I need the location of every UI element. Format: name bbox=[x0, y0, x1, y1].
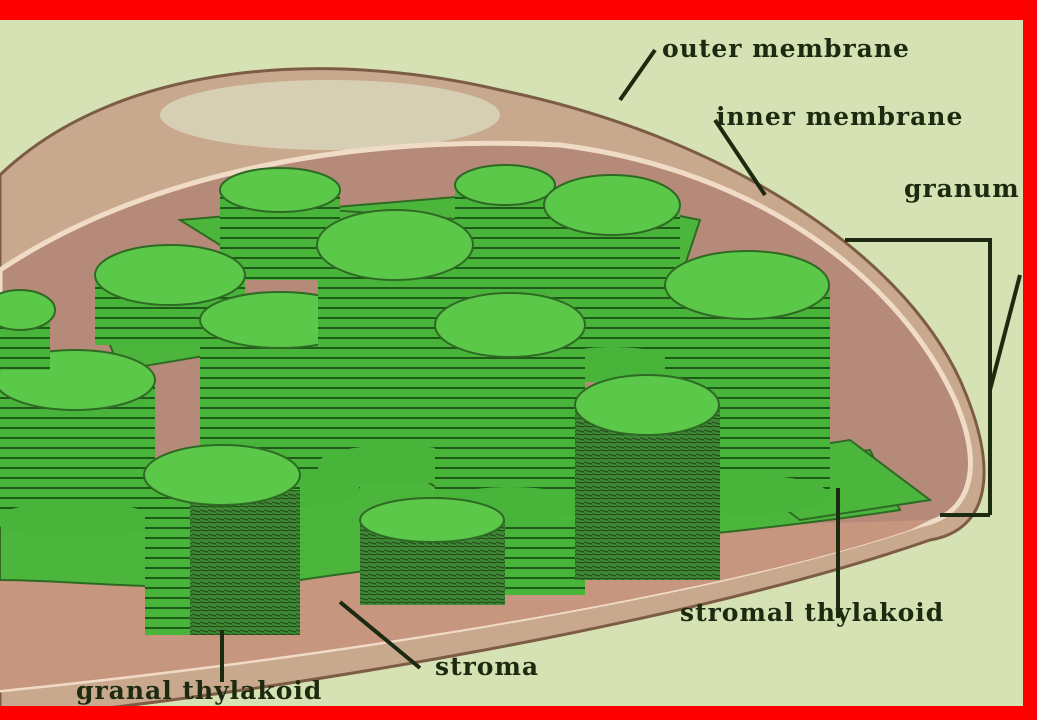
granum-stack bbox=[0, 350, 155, 538]
membrane-highlight bbox=[160, 80, 500, 150]
granum-stack-cut bbox=[360, 498, 505, 605]
granum-stack bbox=[0, 290, 55, 370]
granum-stack bbox=[435, 293, 585, 523]
label-stroma: stroma bbox=[435, 652, 539, 681]
granum-stack-cut bbox=[144, 445, 300, 635]
granum-stack-cut bbox=[575, 375, 720, 580]
label-granum: granum bbox=[904, 174, 1020, 203]
label-stromal-thylakoid: stromal thylakoid bbox=[680, 598, 944, 627]
label-outer-membrane: outer membrane bbox=[662, 34, 910, 63]
granum-stack-cut bbox=[505, 520, 585, 595]
label-inner-membrane: inner membrane bbox=[716, 102, 963, 131]
label-granal-thylakoid: granal thylakoid bbox=[76, 676, 322, 705]
